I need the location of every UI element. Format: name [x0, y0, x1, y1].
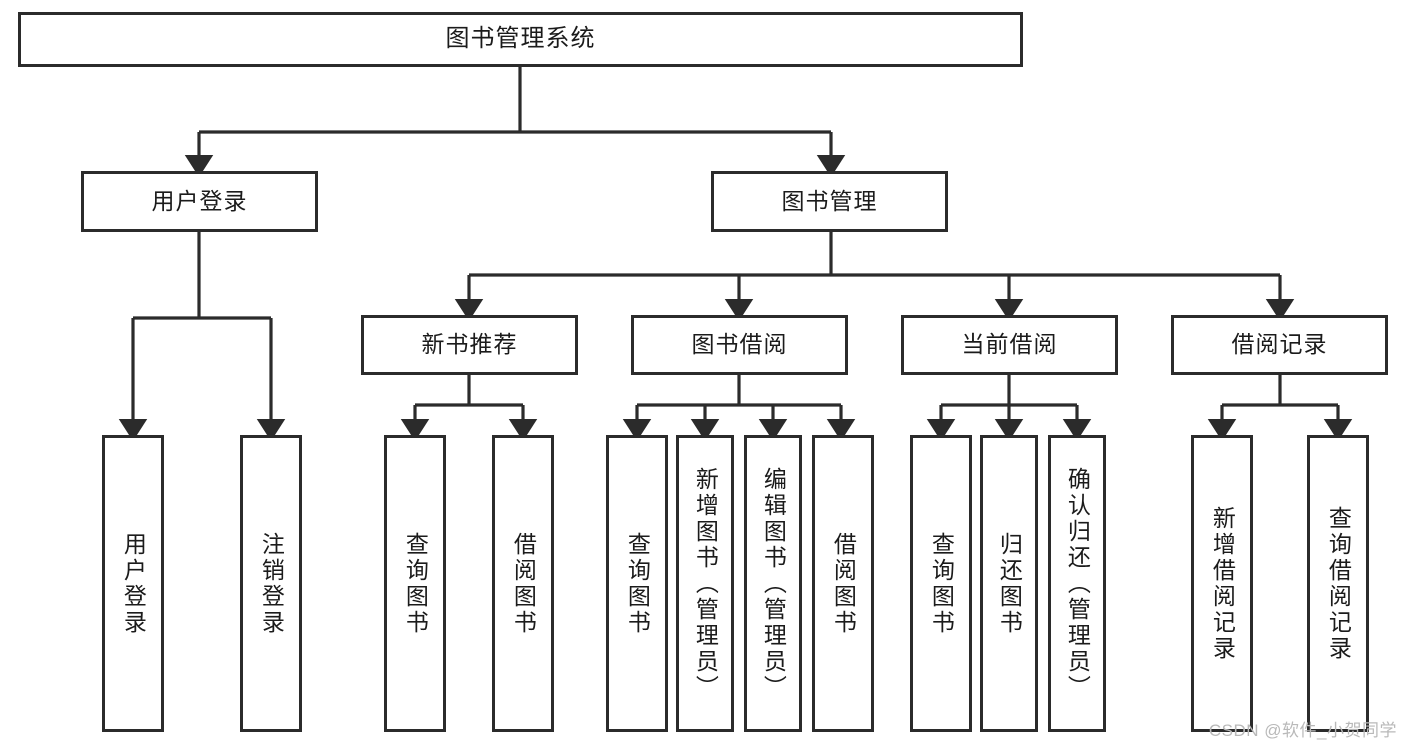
leaf-user-login-logout[interactable]: 注销登录	[240, 435, 302, 732]
leaf-label: 归还图书	[996, 531, 1023, 636]
node-user-login-label: 用户登录	[151, 187, 248, 214]
leaf-book-borrow-add-book-admin[interactable]: 新增图书（管理员）	[676, 435, 734, 732]
leaf-label: 新增借阅记录	[1209, 505, 1236, 662]
node-user-login[interactable]: 用户登录	[81, 171, 318, 232]
leaf-user-login-login[interactable]: 用户登录	[102, 435, 164, 732]
node-borrow-record[interactable]: 借阅记录	[1171, 315, 1388, 375]
leaf-label: 查询图书	[624, 531, 651, 636]
leaf-label: 借阅图书	[510, 531, 537, 636]
node-book-management[interactable]: 图书管理	[711, 171, 948, 232]
leaf-label: 新增图书（管理员）	[692, 466, 719, 701]
leaf-label: 查询图书	[402, 531, 429, 636]
node-root-label: 图书管理系统	[445, 25, 596, 53]
leaf-label: 查询借阅记录	[1325, 505, 1352, 662]
leaf-current-borrow-query-book[interactable]: 查询图书	[910, 435, 972, 732]
node-borrow-record-label: 借阅记录	[1231, 331, 1328, 358]
node-current-borrow-label: 当前借阅	[961, 331, 1058, 358]
leaf-book-borrow-edit-book-admin[interactable]: 编辑图书（管理员）	[744, 435, 802, 732]
leaf-label: 编辑图书（管理员）	[760, 466, 787, 701]
leaf-label: 确认归还（管理员）	[1064, 466, 1091, 701]
leaf-current-borrow-confirm-return-admin[interactable]: 确认归还（管理员）	[1048, 435, 1106, 732]
leaf-label: 注销登录	[258, 531, 285, 636]
leaf-current-borrow-return-book[interactable]: 归还图书	[980, 435, 1038, 732]
leaf-borrow-record-query-record[interactable]: 查询借阅记录	[1307, 435, 1369, 732]
leaf-new-book-query-book[interactable]: 查询图书	[384, 435, 446, 732]
node-new-book-recommend[interactable]: 新书推荐	[361, 315, 578, 375]
node-book-borrow-label: 图书借阅	[691, 331, 788, 358]
leaf-borrow-record-add-record[interactable]: 新增借阅记录	[1191, 435, 1253, 732]
leaf-label: 查询图书	[928, 531, 955, 636]
leaf-book-borrow-borrow-book[interactable]: 借阅图书	[812, 435, 874, 732]
leaf-label: 借阅图书	[830, 531, 857, 636]
node-current-borrow[interactable]: 当前借阅	[901, 315, 1118, 375]
csdn-watermark: CSDN @软件_小贺同学	[1208, 721, 1397, 740]
leaf-label: 用户登录	[120, 531, 147, 636]
node-new-book-recommend-label: 新书推荐	[421, 331, 518, 358]
leaf-book-borrow-query-book[interactable]: 查询图书	[606, 435, 668, 732]
leaf-new-book-borrow-book[interactable]: 借阅图书	[492, 435, 554, 732]
node-root-book-management-system[interactable]: 图书管理系统	[18, 12, 1023, 67]
node-book-management-label: 图书管理	[781, 187, 878, 214]
node-book-borrow[interactable]: 图书借阅	[631, 315, 848, 375]
